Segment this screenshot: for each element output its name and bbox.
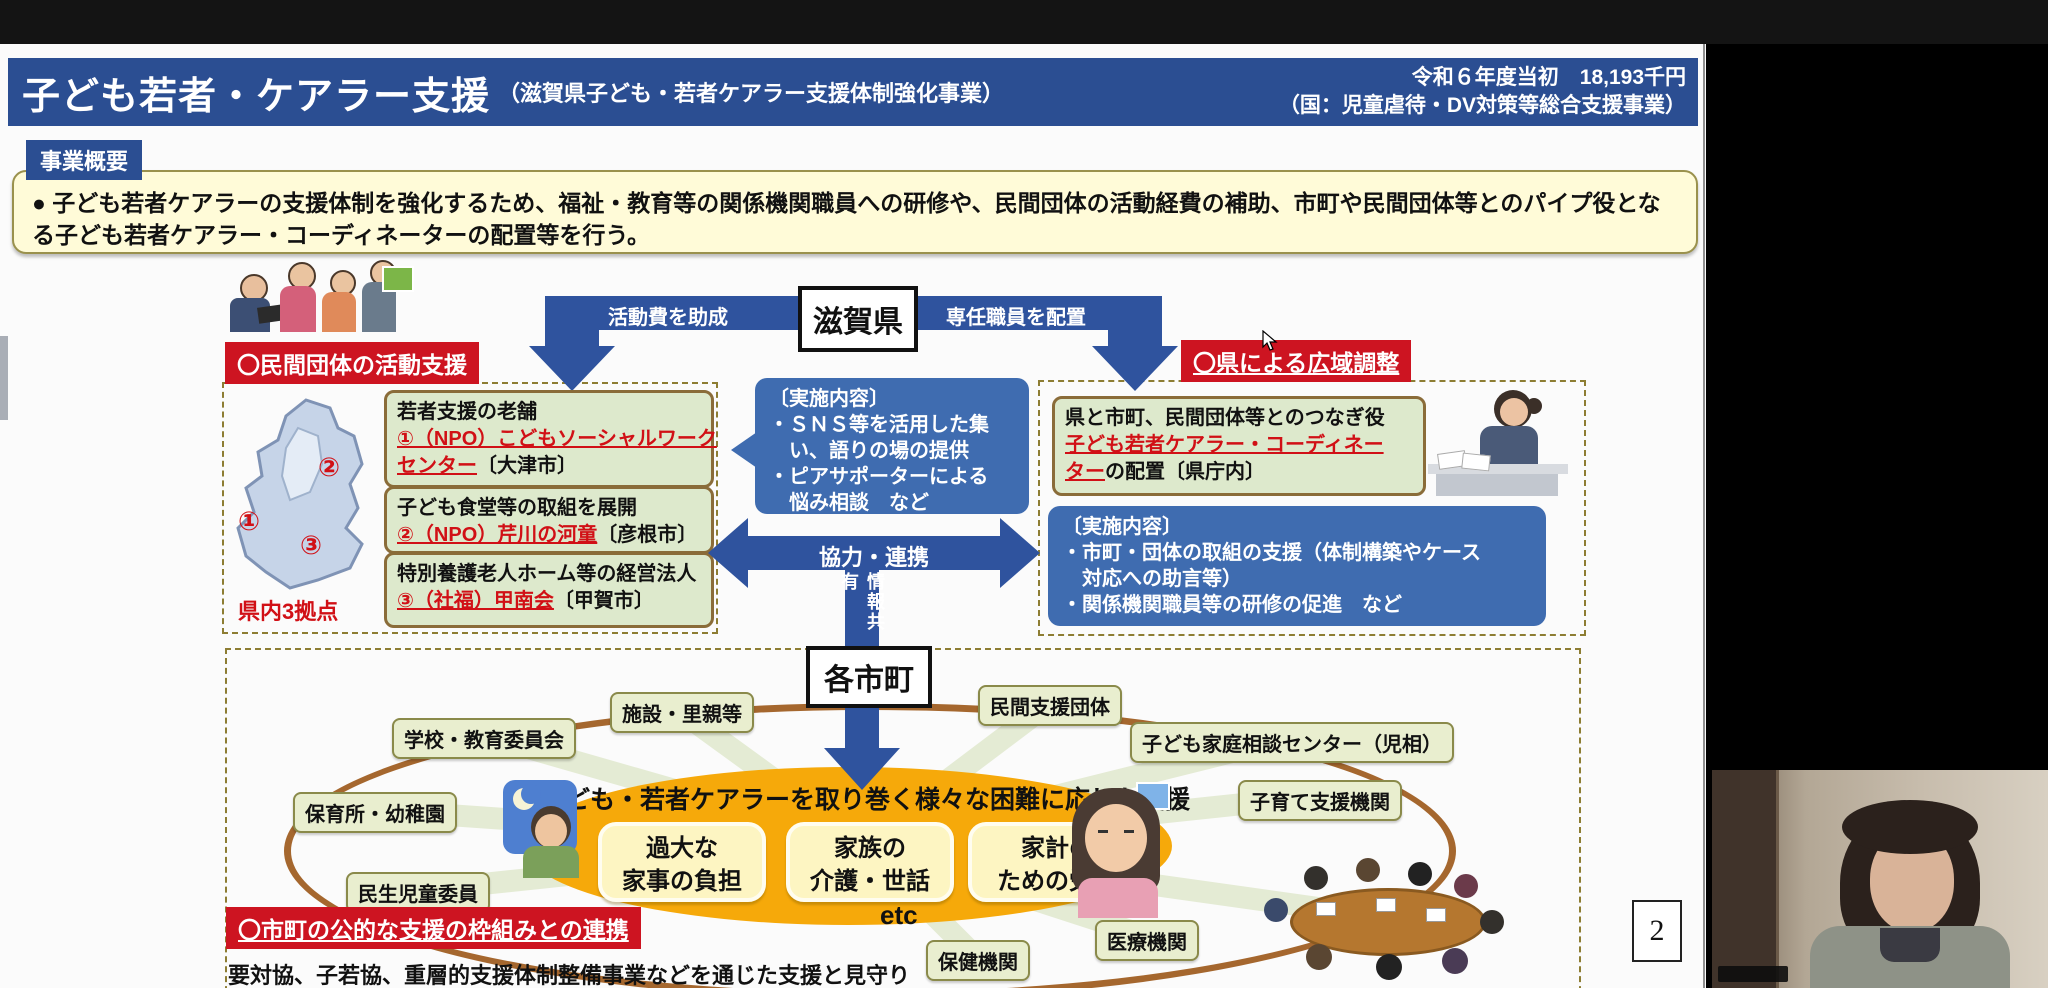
staff-label: 専任職員を配置 xyxy=(946,307,1086,329)
arrow-down-left-icon xyxy=(529,346,615,391)
budget-line1: 令和６年度当初 18,193千円 xyxy=(1411,66,1686,89)
regional-impl-heading: 〔実施内容〕 xyxy=(1062,516,1182,538)
org-label-health: 保健機関 xyxy=(926,940,1030,981)
regional-implementation-box: 〔実施内容〕 ・市町・団体の取組の支援（体制構築やケース 対応への助言等） ・関… xyxy=(1048,506,1546,626)
overview-label: 事業概要 xyxy=(26,140,143,180)
window-top-bar xyxy=(0,0,2048,47)
overview-line1: ● 子ども若者ケアラーの支援体制を強化するため、福祉・教育等の関係機関職員への研… xyxy=(32,190,1661,216)
org-label-private-group: 民間支援団体 xyxy=(978,685,1122,726)
municipality-arrow-leg xyxy=(845,700,879,748)
coordinator-box: 県と市町、民間団体等とのつなぎ役 子ども若者ケアラー・コーディネー ターの配置〔… xyxy=(1052,396,1426,496)
coop-arrowhead-left-icon xyxy=(708,518,748,588)
regional-adjust-heading: 〇県による広域調整 xyxy=(1181,340,1412,382)
panel-divider xyxy=(1703,44,1705,988)
mouse-cursor-icon xyxy=(1262,330,1278,351)
org2-place: 〔彦根市〕 xyxy=(597,524,698,546)
org-label-childcare: 子育て支援機関 xyxy=(1238,780,1402,821)
etc-label: etc xyxy=(880,900,918,930)
info-share-label: 情報共有 xyxy=(839,572,885,632)
bubble-tail-icon xyxy=(731,432,757,468)
prefecture-box: 滋賀県 xyxy=(798,286,918,352)
coop-arrowhead-right-icon xyxy=(1000,518,1040,588)
difficulty-1: 過大な 家事の負担 xyxy=(598,822,766,902)
org-box-1: 若者支援の老舗 ①（NPO）こどもソーシャルワーク センター〔大津市〕 xyxy=(384,390,717,488)
org2-title: 子ども食堂等の取組を展開 xyxy=(397,497,637,519)
sns-implementation-box: 〔実施内容〕 ・ＳＮＳ等を活用した集 い、語りの場の提供 ・ピアサポーターによる… xyxy=(755,378,1029,514)
slide-header: 子ども若者・ケアラー支援 （滋賀県子ども・若者ケアラー支援体制強化事業） 令和６… xyxy=(8,58,1698,126)
org1-title: 若者支援の老舗 xyxy=(397,401,537,423)
private-support-heading: 〇民間団体の活動支援 xyxy=(225,342,479,384)
coordinator-link-line1: 子ども若者ケアラー・コーディネー xyxy=(1065,434,1384,456)
info-share-bar xyxy=(845,570,879,650)
woman-at-desk-illustration xyxy=(1428,388,1568,498)
budget-block: 令和６年度当初 18,193千円 （国：児童虐待・DV対策等総合支援事業） xyxy=(1279,64,1686,120)
org3-place: 〔甲賀市〕 xyxy=(553,590,654,612)
public-framework-heading: 〇市町の公的な支援の枠組みとの連携 xyxy=(226,907,641,949)
org-label-child-center: 子ども家庭相談センター（児相） xyxy=(1130,722,1454,763)
org-box-3: 特別養護老人ホーム等の経営法人 ③（社福）甲南会〔甲賀市〕 xyxy=(384,552,714,628)
overview-line2: る子ども若者ケアラー・コーディネーターの配置等を行う。 xyxy=(32,222,651,248)
org-label-medical: 医療機関 xyxy=(1095,920,1199,961)
girl-illustration xyxy=(1072,782,1182,922)
network-title: 子ども・若者ケアラーを取り巻く様々な困難に応じた支援 xyxy=(540,786,1191,814)
page-title: 子ども若者・ケアラー支援 xyxy=(22,75,491,118)
map-marker-1: ① xyxy=(238,506,261,536)
boy-night-illustration xyxy=(503,780,598,900)
meeting-illustration xyxy=(1256,858,1516,986)
webcam-video[interactable] xyxy=(1712,770,2048,988)
org-label-school: 学校・教育委員会 xyxy=(392,718,576,759)
org3-link: ③（社福）甲南会 xyxy=(397,590,554,612)
cooperation-label: 協力・連携 xyxy=(818,545,929,570)
org-label-facilities: 施設・里親等 xyxy=(610,692,754,733)
org-label-welfare-commissioner: 民生児童委員 xyxy=(346,872,490,913)
band-left-leg xyxy=(545,296,599,348)
sns-heading: 〔実施内容〕 xyxy=(769,388,889,410)
map-marker-3: ③ xyxy=(300,530,323,560)
org1-place: 〔大津市〕 xyxy=(477,455,577,477)
participant-name-badge xyxy=(1718,966,1788,982)
coordinator-link-line2: ター xyxy=(1065,461,1105,483)
org2-link: ②（NPO）芹川の河童 xyxy=(397,524,598,546)
org1-link-line2: センター xyxy=(397,455,477,477)
org3-title: 特別養護老人ホーム等の経営法人 xyxy=(397,563,697,585)
org-box-2: 子ども食堂等の取組を展開 ②（NPO）芹川の河童〔彦根市〕 xyxy=(384,486,714,554)
people-illustration xyxy=(230,258,414,350)
edge-artifact xyxy=(0,336,8,420)
municipality-box: 各市町 xyxy=(806,646,932,708)
map-marker-2: ② xyxy=(318,452,341,482)
grant-label: 活動費を助成 xyxy=(608,307,728,329)
shiga-map xyxy=(236,398,364,590)
arrow-down-right-icon xyxy=(1092,346,1178,391)
band-right-leg xyxy=(1108,296,1162,348)
org-label-nursery: 保育所・幼稚園 xyxy=(293,792,457,833)
budget-line2: （国：児童虐待・DV対策等総合支援事業） xyxy=(1278,94,1686,117)
map-caption: 県内3拠点 xyxy=(238,599,339,624)
coordinator-suffix: の配置〔県庁内〕 xyxy=(1105,461,1265,483)
coop-arrow-body xyxy=(746,536,1002,570)
org1-link-line1: ①（NPO）こどもソーシャルワーク xyxy=(397,428,717,450)
difficulty-2: 家族の 介護・世話 xyxy=(786,822,954,902)
bottom-note: 要対協、子若協、重層的支援体制整備事業などを通じた支援と見守り xyxy=(228,963,911,988)
overview-box: ● 子ども若者ケアラーの支援体制を強化するため、福祉・教育等の関係機関職員への研… xyxy=(12,170,1698,254)
page-subtitle: （滋賀県子ども・若者ケアラー支援体制強化事業） xyxy=(498,81,1005,106)
municipality-arrowhead-icon xyxy=(824,748,900,790)
coordinator-title: 県と市町、民間団体等とのつなぎ役 xyxy=(1065,407,1385,429)
page-number: 2 xyxy=(1632,900,1682,962)
